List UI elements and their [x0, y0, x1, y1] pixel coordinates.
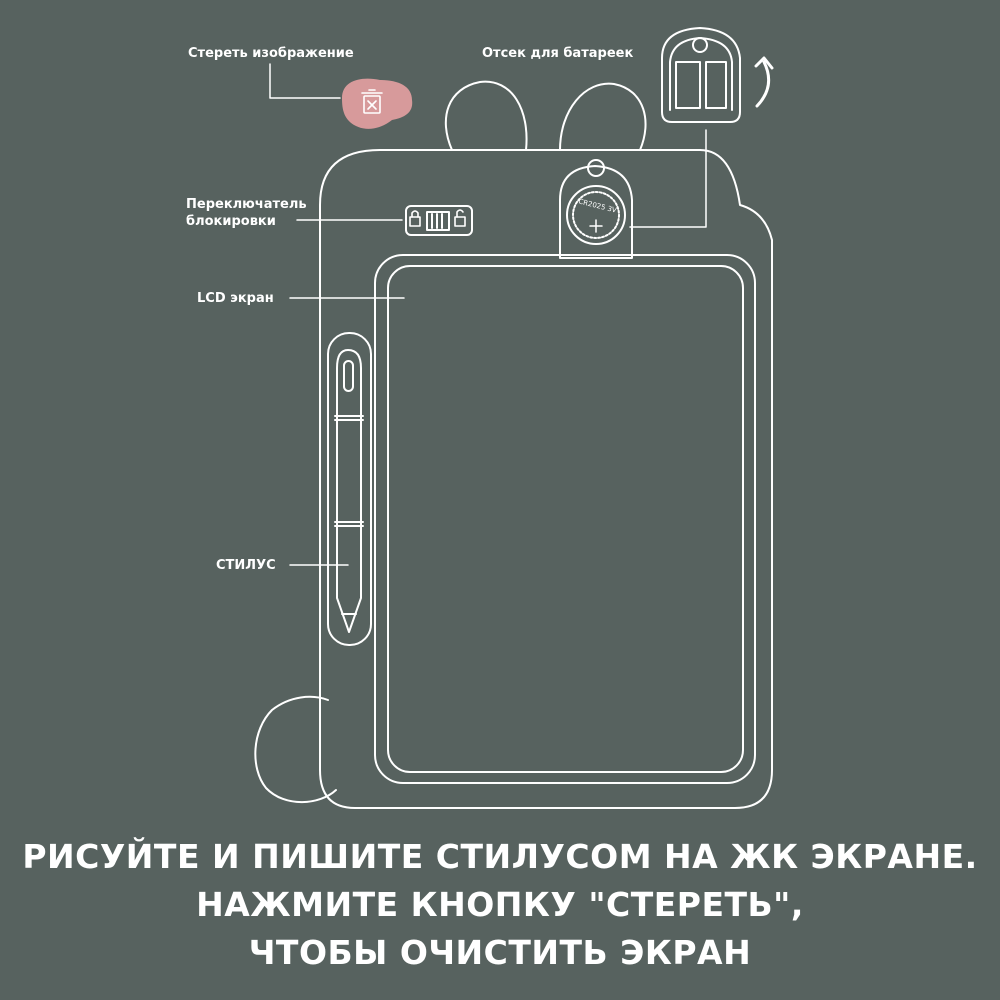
battery-compartment	[559, 165, 633, 259]
caption: РИСУЙТЕ И ПИШИТЕ СТИЛУСОМ НА ЖК ЭКРАНЕ. …	[0, 833, 1000, 977]
battery-coin-text: CR2025 3V	[578, 197, 618, 214]
battery-cover-icon	[661, 27, 741, 123]
lcd-label: LCD экран	[197, 291, 274, 306]
lock-label: Переключатель блокировки	[186, 197, 307, 229]
lcd-screen	[387, 265, 744, 773]
caption-line-2: НАЖМИТЕ КНОПКУ "СТЕРЕТЬ",	[196, 885, 804, 924]
erase-leader	[269, 63, 341, 99]
rotate-arrow-icon	[755, 60, 771, 108]
battery-label: Отсек для батареек	[482, 46, 634, 61]
battery-leader	[629, 129, 707, 228]
stylus-clip	[343, 360, 354, 392]
erase-button	[342, 78, 413, 129]
tablet-body	[319, 149, 773, 809]
stylus-label: СТИЛУС	[216, 558, 276, 573]
lock-switch	[405, 205, 473, 236]
trash-icon	[361, 89, 383, 114]
stylus-slot	[327, 332, 372, 646]
caption-line-3: ЧТОБЫ ОЧИСТИТЬ ЭКРАН	[248, 933, 752, 972]
lock-icon	[409, 210, 421, 227]
lcd-frame-outer	[374, 254, 756, 784]
battery-coin	[566, 185, 626, 245]
stylus	[336, 349, 362, 633]
erase-label: Стереть изображение	[188, 46, 354, 61]
left-ear	[444, 80, 528, 151]
right-ear	[559, 82, 647, 151]
caption-line-1: РИСУЙТЕ И ПИШИТЕ СТИЛУСОМ НА ЖК ЭКРАНЕ.	[22, 837, 978, 876]
bottom-knob	[254, 695, 337, 804]
unlock-icon	[454, 209, 466, 227]
